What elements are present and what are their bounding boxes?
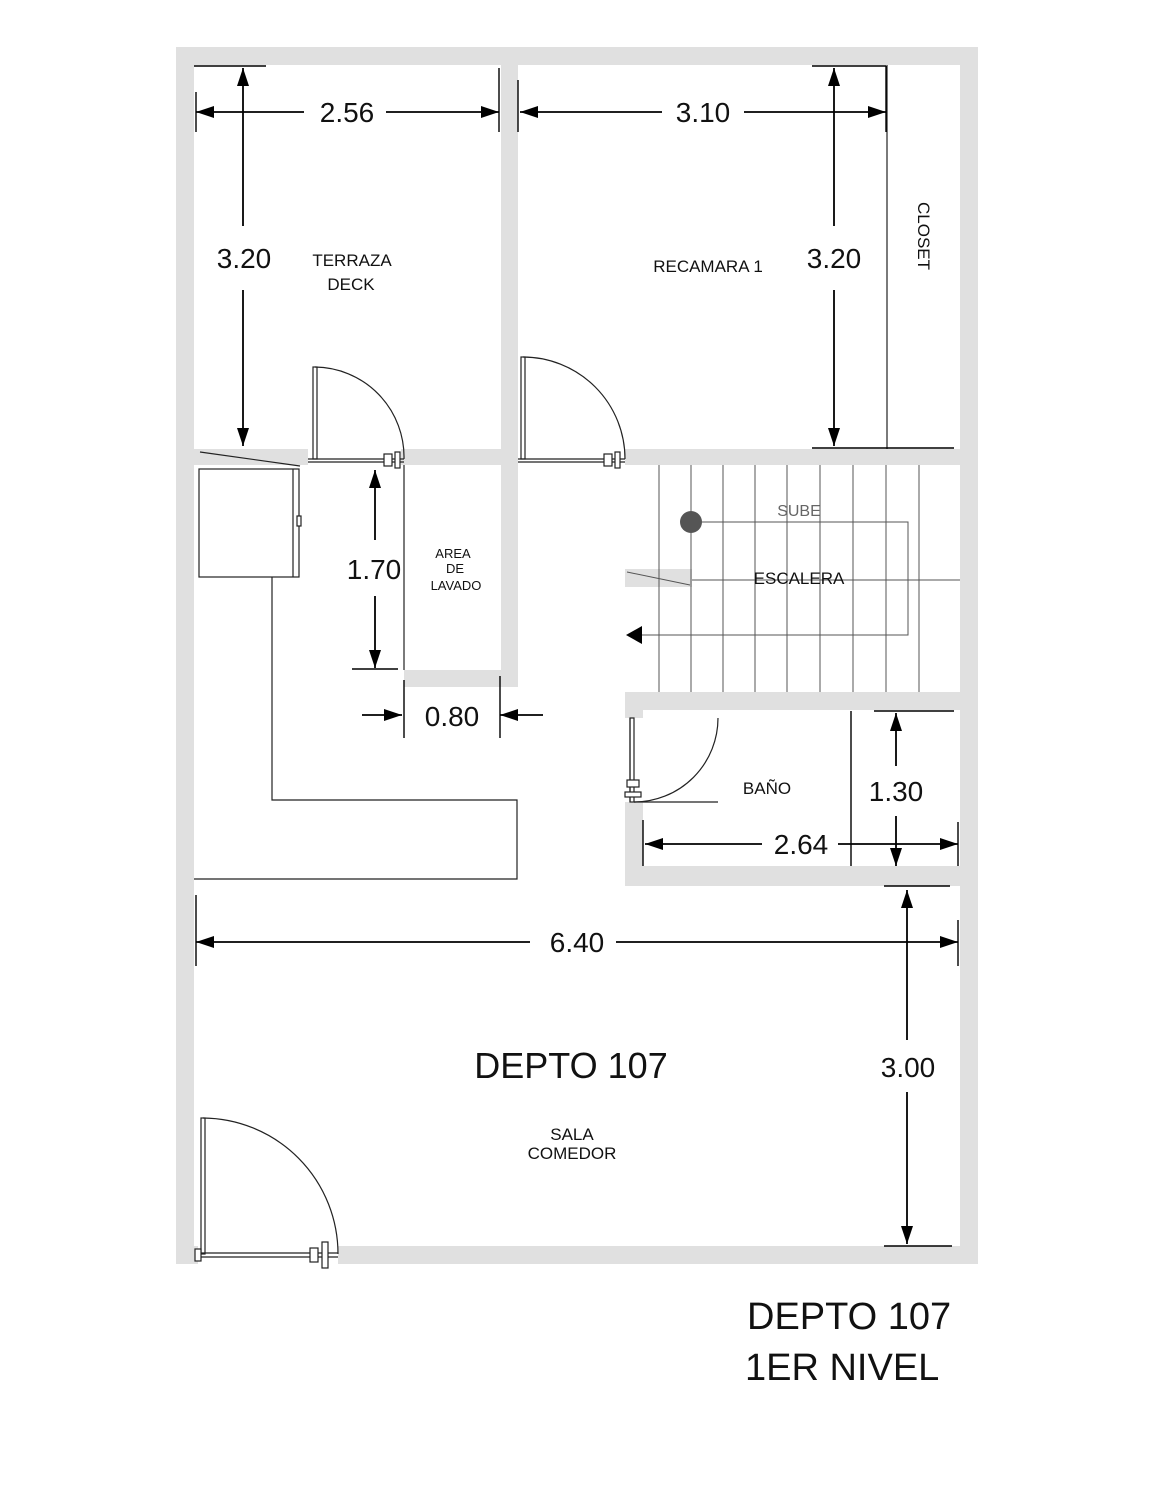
dim-bano-width: 2.64 [774, 829, 829, 860]
door-terraza [308, 366, 405, 469]
label-sube: SUBE [777, 503, 821, 520]
label-recamara: RECAMARA 1 [653, 257, 763, 276]
arrow-icon [481, 106, 499, 118]
arrow-icon [901, 1226, 913, 1244]
kitchen-counter [194, 577, 518, 880]
wall-mid-h-center [401, 449, 518, 465]
walls [176, 47, 978, 1264]
arrow-icon [384, 709, 402, 721]
door-entrance [194, 1117, 339, 1269]
dim-terraza-width: 2.56 [320, 97, 375, 128]
arrow-icon [237, 68, 249, 86]
label-terraza: TERRAZA [312, 251, 392, 270]
arrow-icon [868, 106, 886, 118]
stair-arrow-icon [626, 626, 642, 644]
dim-lavado-width: 0.80 [425, 701, 480, 732]
label-area: AREA [435, 546, 471, 561]
label-de: DE [446, 561, 464, 576]
arrow-icon [369, 470, 381, 488]
arrow-icon [890, 713, 902, 731]
wall-stair-bano [625, 692, 978, 710]
arrow-icon [940, 936, 958, 948]
label-closet: CLOSET [914, 202, 933, 270]
landing-diag [626, 571, 691, 586]
dim-recamara-height: 3.20 [807, 243, 862, 274]
arrow-icon [369, 650, 381, 668]
doors [194, 356, 719, 1269]
arrow-icon [500, 709, 518, 721]
wall-top [176, 47, 978, 65]
arrow-icon [940, 838, 958, 850]
wall-mid-h-right [625, 449, 978, 465]
dim-bano-height: 1.30 [869, 776, 924, 807]
wall-left [176, 47, 194, 1264]
dim-terraza-height: 3.20 [217, 243, 272, 274]
washer [198, 468, 300, 578]
title-line-1: DEPTO 107 [747, 1296, 951, 1338]
staircase [626, 465, 960, 692]
wall-terraza-recamara [501, 65, 518, 460]
dim-sala-height: 3.00 [881, 1052, 936, 1083]
stair-start-dot-icon [680, 511, 702, 533]
label-lavado: LAVADO [431, 578, 482, 593]
title-line-2: 1ER NIVEL [745, 1347, 939, 1389]
wall-bano-left-top [625, 710, 643, 718]
arrow-icon [828, 428, 840, 446]
fixtures [194, 65, 888, 880]
dim-total-width: 6.40 [550, 927, 605, 958]
label-comedor: COMEDOR [528, 1144, 617, 1163]
dimension-labels: 2.56 3.10 3.20 3.20 1.70 0.80 1.30 2.64 … [217, 97, 936, 1083]
dimension-lines [194, 65, 959, 1247]
wall-mid-h-left [194, 449, 308, 465]
label-sala: SALA [550, 1125, 594, 1144]
washer-knob [296, 515, 302, 527]
arrow-icon [520, 106, 538, 118]
arrow-icon [645, 838, 663, 850]
wall-bottom-right [338, 1246, 978, 1264]
label-escalera: ESCALERA [754, 569, 845, 588]
wall-bano-left-bottom [625, 802, 643, 882]
stair-path [640, 521, 909, 636]
wall-lavado-bottom [404, 670, 518, 687]
label-depto-center: DEPTO 107 [474, 1045, 667, 1086]
arrow-icon [196, 106, 214, 118]
plan-title: DEPTO 107 1ER NIVEL [745, 1296, 951, 1389]
wall-bottom-left [176, 1246, 198, 1264]
label-deck: DECK [327, 275, 375, 294]
arrow-icon [196, 936, 214, 948]
door-recamara [518, 356, 626, 469]
door-bano [624, 717, 719, 803]
wall-lavado-right [501, 465, 518, 670]
arrow-icon [828, 68, 840, 86]
wall-bano-bottom [625, 866, 978, 886]
room-labels: TERRAZA DECK RECAMARA 1 CLOSET AREA DE L… [312, 202, 933, 1163]
arrow-icon [237, 428, 249, 446]
dim-lavado-height: 1.70 [347, 554, 402, 585]
arrow-icon [901, 890, 913, 908]
label-bano: BAÑO [743, 779, 791, 798]
dim-recamara-width: 3.10 [676, 97, 731, 128]
arrow-icon [890, 848, 902, 866]
wall-diag-left [199, 451, 301, 467]
wall-right [960, 47, 978, 1264]
